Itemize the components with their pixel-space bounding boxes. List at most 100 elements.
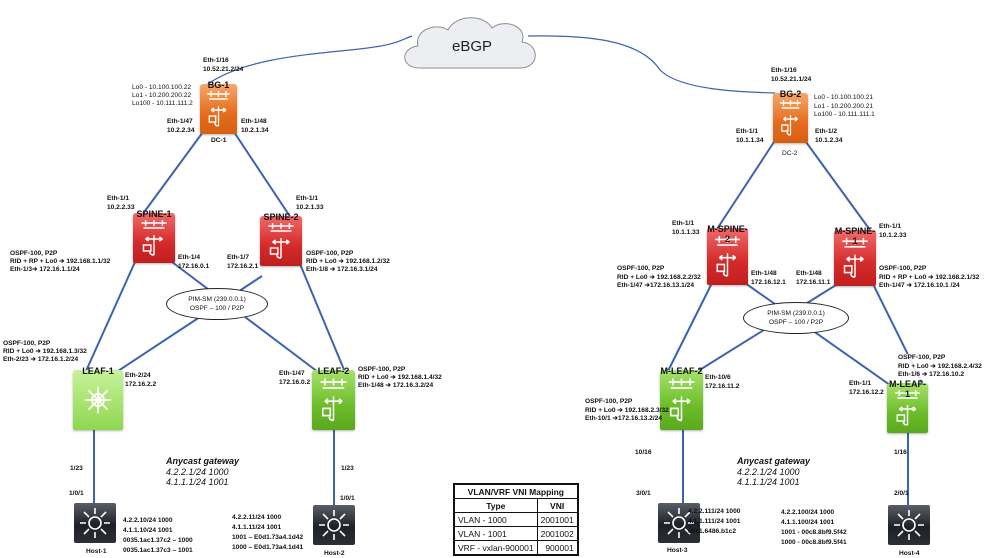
link-bg2-mspine1: [805, 141, 871, 231]
device-name: LEAF-1: [82, 366, 114, 376]
layer3-switch-icon: [141, 220, 167, 256]
underlay-ellipse-dc2: PIM-SM (239.0.0.1)OSPF – 100 / P2P: [743, 302, 849, 334]
layer3-switch-icon: [207, 91, 230, 127]
mleaf1-switch: M-LEAF-1: [887, 379, 928, 433]
host2-name: Host-2: [324, 550, 345, 557]
host3-name: Host-3: [667, 547, 688, 554]
device-name: M-LEAF-1: [889, 379, 926, 399]
dc1-site-label: DC-1: [211, 137, 227, 144]
underlay-ellipse-dc1: PIM-SM (239.0.0.1) OSPF – 100 / P2P: [166, 288, 268, 320]
leaf1-host-port: 1/23: [70, 465, 83, 472]
layer3-switch-icon: [842, 237, 868, 278]
type-cell: VRF - vxlan-900001: [453, 540, 538, 556]
device-name: M-SPINE-2: [707, 224, 748, 244]
host2-port: 1/0/1: [340, 495, 355, 502]
mleaf2-switch: M-LEAF-2: [660, 366, 703, 430]
vni-cell: 900001: [536, 540, 579, 556]
device-name: M-SPINE-1: [834, 226, 876, 246]
spine1-switch: SPINE-1: [133, 209, 175, 263]
host-router-icon: [80, 508, 110, 538]
host1-name: Host-1: [86, 548, 107, 555]
device-name: SPINE-1: [136, 209, 172, 219]
layer3-switch-icon: [895, 390, 920, 426]
host-router-icon: [319, 510, 349, 540]
column-header: Type: [453, 498, 538, 513]
link-bg1-spine2: [233, 131, 292, 219]
mspine1-switch: M-SPINE-1: [834, 226, 876, 286]
mleaf1-host-port: 1/16: [894, 449, 907, 456]
device-name: SPINE-2: [263, 212, 299, 222]
device-name: M-LEAF-2: [660, 366, 703, 376]
host-router-icon: [894, 510, 924, 540]
type-cell: VLAN - 1001: [453, 526, 538, 541]
leaf2-host-port: 1/23: [341, 465, 354, 472]
host1-port: 1/0/1: [69, 490, 84, 497]
device-name: BG-2: [779, 89, 802, 99]
host4-port: 2/0/1: [894, 490, 909, 497]
device-name: LEAF-2: [317, 366, 350, 376]
leaf2-switch: LEAF-2: [312, 366, 355, 430]
mspine2-switch: M-SPINE-2: [707, 224, 748, 285]
device-name: BG-1: [207, 80, 230, 90]
layer3-switch-icon: [668, 378, 695, 422]
underlay-text: PIM-SM (239.0.0.1): [767, 310, 825, 317]
spine2-switch: SPINE-2: [260, 212, 302, 266]
link-spine1-leaf1: [85, 261, 136, 372]
host-router-icon: [664, 508, 694, 538]
underlay-text: OSPF – 100 / P2P: [189, 305, 245, 312]
cloud-icon: [404, 17, 536, 69]
host4-device: [888, 505, 930, 545]
table-title: VLAN/VRF VNI Mapping: [453, 483, 579, 499]
link-mspine2-mleaf1: [744, 282, 891, 386]
host4-name: Host-4: [899, 550, 920, 557]
leaf1-switch: LEAF-1: [73, 366, 123, 430]
host3-device: [658, 503, 700, 543]
vni-cell: 2001002: [536, 526, 579, 541]
type-cell: VLAN - 1000: [453, 512, 538, 527]
underlay-text: PIM-SM (239.0.0.1): [188, 296, 246, 303]
dc2-site-label: DC-2: [782, 150, 798, 157]
ebgp-link-dc2: [527, 35, 776, 94]
cloud-label: eBGP: [451, 38, 493, 55]
layer3-switch-icon: [268, 223, 294, 259]
host3-port: 3/0/1: [636, 490, 651, 497]
layer3-switch-icon: [320, 378, 347, 422]
host2-device: [313, 505, 355, 545]
link-spine2-leaf2: [299, 263, 346, 373]
link-mspine2-mleaf2: [667, 284, 712, 372]
bg1-router: BG-1: [200, 80, 237, 134]
ebgp-link-dc1: [204, 35, 413, 87]
layer3-switch-icon: [715, 235, 740, 277]
